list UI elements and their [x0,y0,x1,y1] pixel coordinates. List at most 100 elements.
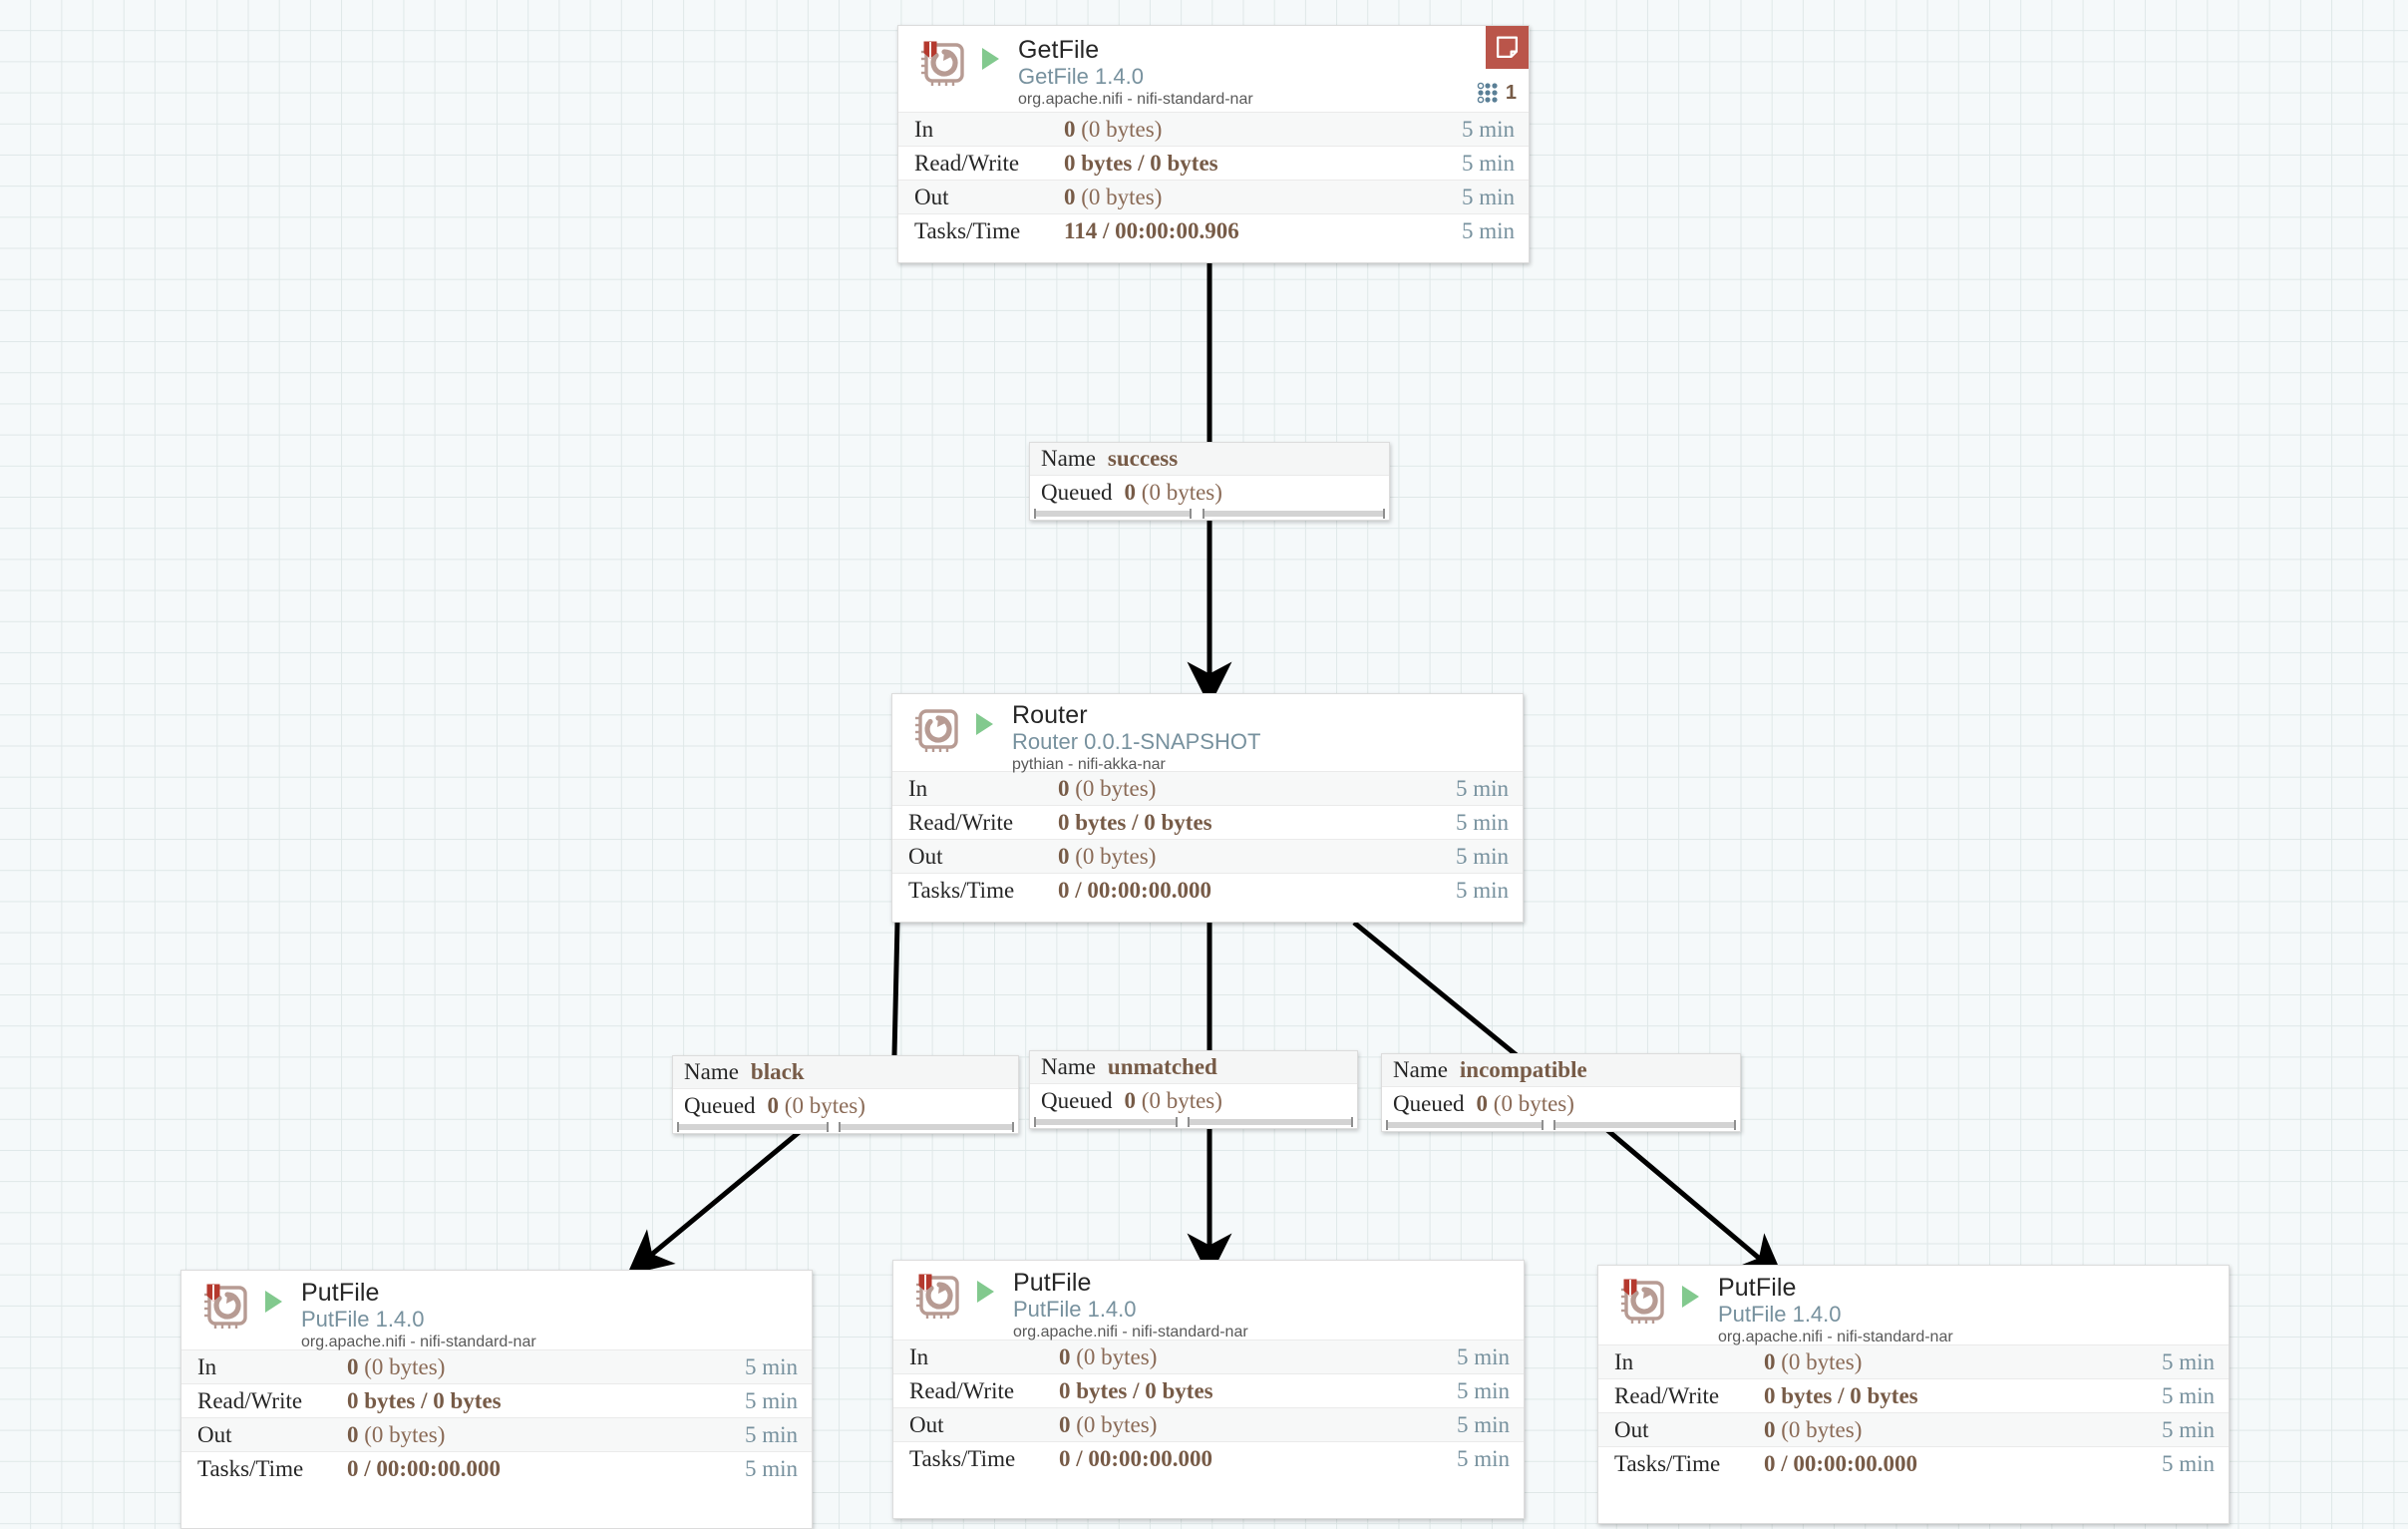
processor-header: PutFile PutFile 1.4.0 org.apache.nifi - … [1598,1266,2229,1345]
stat-label-out: Out [908,843,943,869]
stat-label-in: In [914,116,934,142]
stat-value-tasks-time: 0 / 00:00:00.000 [1764,1450,1917,1476]
stat-value-out: 0 (0 bytes) [1058,843,1157,869]
processor-header: GetFile GetFile 1.4.0 org.apache.nifi - … [898,26,1529,112]
connection-name-value: incompatible [1459,1057,1587,1082]
processor-name: PutFile [1718,1274,1797,1302]
processor-name-block: GetFile GetFile 1.4.0 org.apache.nifi - … [1018,36,1469,110]
stat-value-out: 0 (0 bytes) [1764,1416,1863,1442]
connection-name-row: Name success [1030,443,1389,476]
stat-label-out: Out [197,1421,232,1447]
stat-row-out: Out 0 (0 bytes) 5 min [181,1417,812,1451]
processor-putfile-left[interactable]: PutFile PutFile 1.4.0 org.apache.nifi - … [180,1270,813,1529]
connection-incompatible[interactable]: Name incompatible Queued 0 (0 bytes) [1381,1053,1741,1132]
stat-label-tasks-time: Tasks/Time [914,217,1021,243]
processor-type: PutFile 1.4.0 [1718,1302,1842,1327]
stat-value-out: 0 (0 bytes) [1059,1411,1158,1437]
stat-value-tasks-time: 0 / 00:00:00.000 [1059,1445,1212,1471]
thread-dots-icon [1477,82,1498,104]
stat-label-in: In [197,1353,217,1379]
connection-name-label: Name [1041,446,1096,471]
processor-type: GetFile 1.4.0 [1018,64,1144,89]
stat-time-in: 5 min [1455,775,1509,801]
connection-backpressure-bar [1030,1116,1357,1128]
link-router-to-black[interactable] [891,922,900,1056]
stat-value-in: 0 (0 bytes) [347,1353,446,1379]
bulletin-indicator[interactable] [1486,26,1529,69]
backpressure-size-segment [1202,508,1385,519]
active-thread-indicator: 1 [1477,82,1517,104]
stat-row-out: Out 0 (0 bytes) 5 min [892,839,1523,873]
stat-label-in: In [908,775,928,801]
processor-putfile-right[interactable]: PutFile PutFile 1.4.0 org.apache.nifi - … [1597,1265,2230,1524]
stat-time-tasks-time: 5 min [744,1455,798,1481]
backpressure-size-segment [1553,1119,1736,1130]
stat-row-read-write: Read/Write 0 bytes / 0 bytes 5 min [892,805,1523,839]
processor-router[interactable]: Router Router 0.0.1-SNAPSHOT pythian - n… [891,693,1524,923]
connection-backpressure-bar [1382,1119,1740,1131]
backpressure-object-segment [1034,1116,1178,1127]
run-status-triangle-icon [982,48,999,70]
stat-time-tasks-time: 5 min [1456,1445,1510,1471]
connection-backpressure-bar [673,1121,1018,1133]
connection-name-label: Name [1041,1054,1096,1079]
stat-row-read-write: Read/Write 0 bytes / 0 bytes 5 min [181,1383,812,1417]
stat-row-out: Out 0 (0 bytes) 5 min [898,180,1529,213]
stat-row-in: In 0 (0 bytes) 5 min [181,1349,812,1383]
connection-black[interactable]: Name black Queued 0 (0 bytes) [672,1055,1019,1134]
stat-row-read-write: Read/Write 0 bytes / 0 bytes 5 min [898,146,1529,180]
connection-name-label: Name [1393,1057,1448,1082]
processor-putfile-middle[interactable]: PutFile PutFile 1.4.0 org.apache.nifi - … [892,1260,1525,1519]
stat-label-read-write: Read/Write [914,150,1020,176]
connection-unmatched[interactable]: Name unmatched Queued 0 (0 bytes) [1029,1050,1358,1129]
stat-value-out: 0 (0 bytes) [347,1421,446,1447]
stat-value-in: 0 (0 bytes) [1764,1348,1863,1374]
connection-success[interactable]: Name success Queued 0 (0 bytes) [1029,442,1390,521]
processor-icon [910,1271,964,1325]
stat-row-read-write: Read/Write 0 bytes / 0 bytes 5 min [1598,1378,2229,1412]
stat-row-tasks-time: Tasks/Time 0 / 00:00:00.000 5 min [893,1441,1524,1475]
processor-getfile[interactable]: GetFile GetFile 1.4.0 org.apache.nifi - … [897,25,1530,263]
backpressure-object-segment [677,1121,830,1132]
stat-time-in: 5 min [1461,116,1515,142]
processor-header: PutFile PutFile 1.4.0 org.apache.nifi - … [893,1261,1524,1340]
connection-queued-value: 0 (0 bytes) [1476,1090,1574,1116]
backpressure-object-segment [1386,1119,1544,1130]
run-status-triangle-icon [977,1281,994,1303]
stat-label-tasks-time: Tasks/Time [909,1445,1016,1471]
stat-label-out: Out [909,1411,944,1437]
stat-label-read-write: Read/Write [197,1387,303,1413]
stat-row-in: In 0 (0 bytes) 5 min [898,112,1529,146]
backpressure-size-segment [839,1121,1014,1132]
connection-queued-value: 0 (0 bytes) [1124,479,1222,505]
stat-row-in: In 0 (0 bytes) 5 min [1598,1344,2229,1378]
stat-time-out: 5 min [1456,1411,1510,1437]
processor-icon [1615,1276,1669,1330]
connection-name-row: Name unmatched [1030,1051,1357,1084]
stat-label-in: In [1614,1348,1634,1374]
stat-value-in: 0 (0 bytes) [1064,116,1163,142]
link-incompatible-to-putfile-right[interactable] [1599,1123,1785,1280]
stat-value-read-write: 0 bytes / 0 bytes [1064,150,1218,176]
stat-time-out: 5 min [1455,843,1509,869]
stat-value-read-write: 0 bytes / 0 bytes [1764,1382,1918,1408]
backpressure-size-segment [1187,1116,1353,1127]
stat-row-out: Out 0 (0 bytes) 5 min [893,1407,1524,1441]
stat-value-read-write: 0 bytes / 0 bytes [1058,809,1212,835]
processor-name: PutFile [1013,1269,1092,1297]
stat-label-tasks-time: Tasks/Time [197,1455,304,1481]
stat-row-tasks-time: Tasks/Time 114 / 00:00:00.906 5 min [898,213,1529,247]
stat-row-in: In 0 (0 bytes) 5 min [893,1339,1524,1373]
link-router-to-incompatible[interactable] [1352,921,1519,1057]
stat-time-read-write: 5 min [2161,1382,2215,1408]
connection-name-value: unmatched [1107,1054,1217,1079]
processor-bundle: org.apache.nifi - nifi-standard-nar [301,1334,536,1350]
run-status-triangle-icon [1682,1286,1699,1308]
link-black-to-putfile-left[interactable] [626,1123,810,1276]
stat-time-read-write: 5 min [1455,809,1509,835]
stat-value-tasks-time: 114 / 00:00:00.906 [1064,217,1239,243]
stat-value-in: 0 (0 bytes) [1059,1343,1158,1369]
stat-time-read-write: 5 min [744,1387,798,1413]
processor-icon [198,1281,252,1335]
stat-label-out: Out [914,184,949,209]
